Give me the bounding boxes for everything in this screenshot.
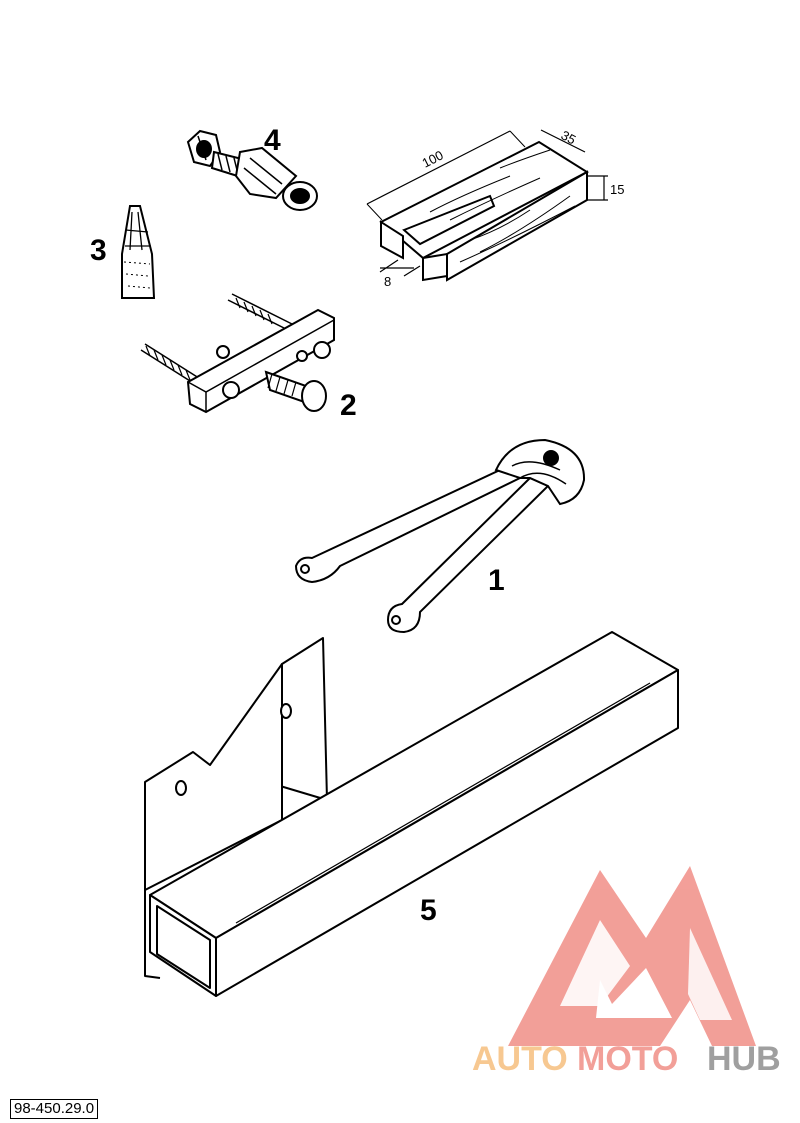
- bolt-adapter-icon: [186, 129, 318, 211]
- wooden-block-icon: [366, 129, 608, 282]
- logo-text-moto: MOTO: [577, 1040, 678, 1078]
- dimension-length-label: 100: [420, 147, 446, 170]
- part-number-4: 4: [264, 124, 281, 157]
- holding-fixture-icon: [144, 631, 679, 997]
- dimension-height-label: 15: [610, 182, 624, 197]
- puller-tool-icon: [140, 293, 335, 414]
- automotohub-logo: AUTO MOTO HUB: [472, 866, 781, 1078]
- pin-spanner-wrench-icon: [294, 438, 586, 634]
- dimension-width-label: 35: [559, 127, 579, 147]
- logo-text-auto: AUTO: [472, 1040, 568, 1078]
- part-number-3: 3: [90, 234, 107, 267]
- logo-text-hub: HUB: [707, 1040, 781, 1078]
- nozzle-icon: [121, 205, 156, 299]
- part-number-5: 5: [420, 894, 437, 927]
- part-number-2: 2: [340, 389, 357, 422]
- part-number-1: 1: [488, 564, 505, 597]
- dimension-slot-label: 8: [384, 274, 391, 289]
- document-code-label: 98-450.29.0: [10, 1099, 99, 1119]
